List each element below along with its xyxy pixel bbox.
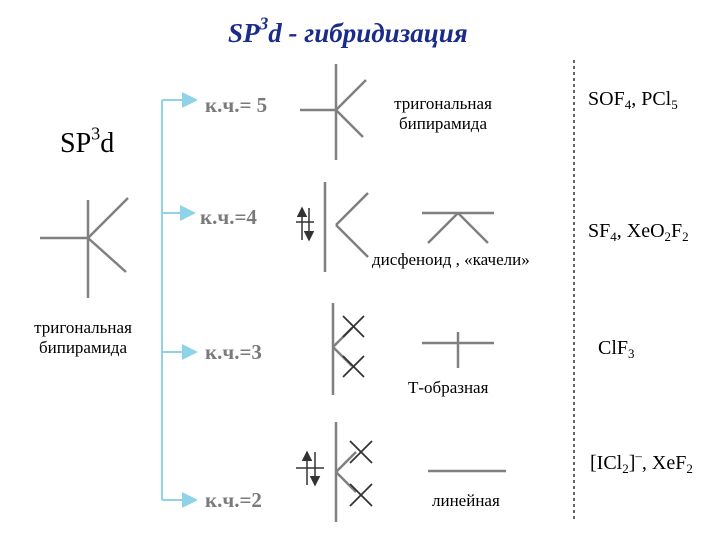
formula-part: SOF xyxy=(588,88,625,110)
cn2-double-arrow xyxy=(296,450,324,487)
formula-part: ClF xyxy=(598,337,629,359)
cn2-cross-marks xyxy=(349,440,373,507)
formula-cn2: [ICl2]–, XeF2 xyxy=(590,449,693,477)
formula-part: 4 xyxy=(624,96,632,112)
cn-4-label: к.ч.=4 xyxy=(200,205,257,229)
formula-part: , XeF xyxy=(641,452,687,474)
title-main: SP xyxy=(228,18,260,48)
formula-part: 2 xyxy=(686,460,693,476)
cn-5-label: к.ч.= 5 xyxy=(205,93,268,117)
formula-cn4: SF4, XeO2F2 xyxy=(588,220,689,245)
shape-label-cn3: Т-образная xyxy=(408,378,489,397)
shape-cn5-line-2: бипирамида xyxy=(398,114,488,133)
seesaw-shape xyxy=(422,211,494,244)
left-geometry-line-1: тригональная xyxy=(34,318,132,337)
formula-part: – xyxy=(635,447,642,463)
title-sup: 3 xyxy=(259,13,269,34)
formula-cn5: SOF4, PCl5 xyxy=(588,88,678,113)
hybrid-sup: 3 xyxy=(91,123,101,144)
trigonal-bipyramid-large xyxy=(40,197,129,298)
hybrid-main: SP xyxy=(60,128,92,159)
cn2-shape xyxy=(334,422,357,522)
cn5-shape xyxy=(300,64,367,160)
left-geometry-label: тригональная бипирамида xyxy=(18,318,148,358)
cn4-shape xyxy=(323,182,369,272)
formula-part: 2 xyxy=(664,228,672,244)
formula-part: SF xyxy=(588,220,611,242)
shape-label-cn5: тригональная бипирамида xyxy=(378,94,508,134)
formula-part: [ICl xyxy=(590,452,623,474)
shape-label-cn2: линейная xyxy=(432,491,500,510)
formula-part: F xyxy=(671,220,683,242)
formula-part: 2 xyxy=(682,228,689,244)
hybrid-rest: d xyxy=(100,128,115,159)
formula-cn3: ClF3 xyxy=(598,337,635,362)
cn4-double-arrow xyxy=(296,206,315,242)
left-geometry-line-2: бипирамида xyxy=(38,338,128,357)
formula-part: 5 xyxy=(671,96,678,112)
diagram-title: SP3d - гибридизация xyxy=(228,15,468,49)
cn3-cross-marks xyxy=(342,315,365,378)
title-rest: d - гибридизация xyxy=(268,18,468,48)
formula-part: , PCl xyxy=(631,88,672,110)
shape-label-cn4: дисфеноид , «качели» xyxy=(372,250,530,269)
formula-part: 2 xyxy=(622,460,629,476)
formula-part: ] xyxy=(628,452,636,474)
shape-cn5-line-1: тригональная xyxy=(394,94,492,113)
cn-2-label: к.ч.=2 xyxy=(205,488,262,512)
cn-3-label: к.ч.=3 xyxy=(205,340,262,364)
cn3-shape xyxy=(331,303,353,395)
bracket xyxy=(161,92,198,508)
hybridization-label: SP3d xyxy=(60,124,115,160)
formula-part: 3 xyxy=(628,345,635,361)
t-shape xyxy=(422,332,494,368)
formula-part: 4 xyxy=(610,228,617,244)
formula-part: , XeO xyxy=(616,220,665,242)
